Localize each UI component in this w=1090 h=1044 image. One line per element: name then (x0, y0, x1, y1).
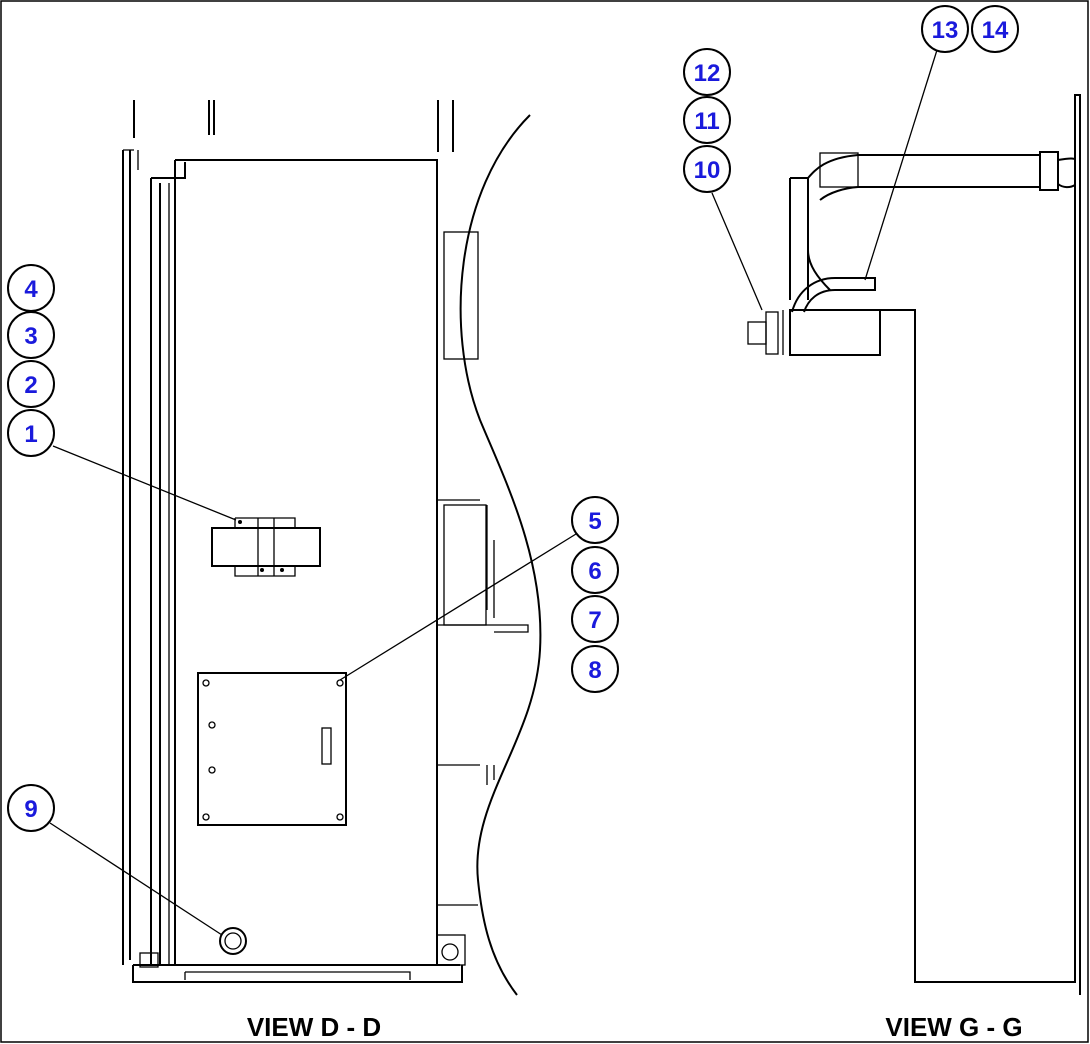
callout-6: 6 (571, 546, 619, 594)
svg-text:3: 3 (24, 323, 37, 350)
svg-text:14: 14 (982, 17, 1009, 44)
svg-text:6: 6 (588, 558, 601, 585)
callout-4: 4 (7, 264, 55, 312)
leader-lines (49, 49, 938, 936)
svg-text:12: 12 (694, 60, 721, 87)
callout-3: 3 (7, 311, 55, 359)
callout-7: 7 (571, 595, 619, 643)
view-d-d-drawing (122, 100, 542, 996)
svg-text:8: 8 (588, 657, 601, 684)
callout-1: 1 (7, 409, 55, 457)
svg-text:1: 1 (24, 421, 37, 448)
callout-2: 2 (7, 360, 55, 408)
callout-13: 13 (921, 5, 969, 53)
svg-text:7: 7 (588, 607, 601, 634)
view-g-g-label: VIEW G - G (885, 1012, 1022, 1042)
svg-text:9: 9 (24, 796, 37, 823)
svg-text:11: 11 (694, 108, 719, 135)
view-g-g-drawing (747, 94, 1081, 995)
svg-text:13: 13 (932, 17, 959, 44)
callout-8: 8 (571, 645, 619, 693)
callout-12: 12 (683, 48, 731, 96)
callout-9: 9 (7, 784, 55, 832)
callout-11: 11 (683, 96, 731, 144)
callout-5: 5 (571, 496, 619, 544)
svg-text:2: 2 (24, 372, 37, 399)
svg-text:5: 5 (588, 508, 601, 535)
callout-14: 14 (971, 5, 1019, 53)
callout-10: 10 (683, 145, 731, 193)
view-d-d-label: VIEW D - D (247, 1012, 381, 1042)
svg-text:10: 10 (694, 157, 721, 184)
svg-text:4: 4 (24, 276, 38, 303)
